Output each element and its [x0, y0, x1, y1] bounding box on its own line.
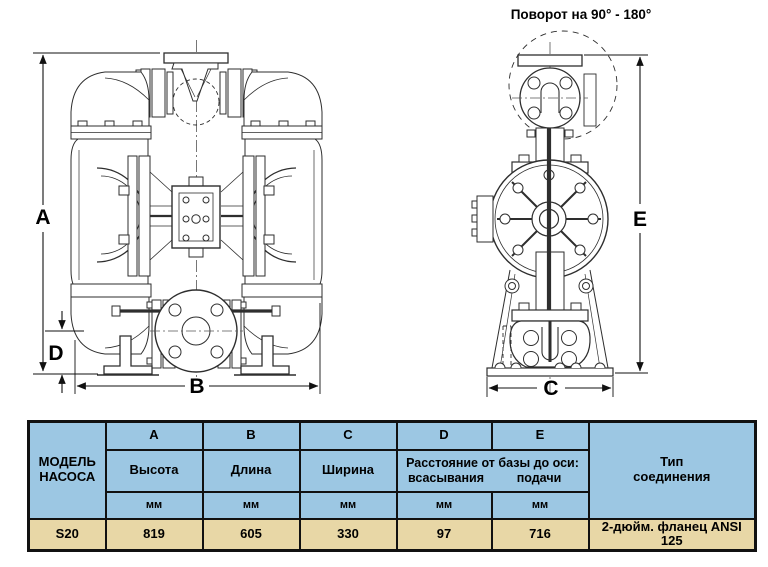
value-c: 330	[298, 517, 398, 552]
dim-label-e: E	[633, 208, 647, 231]
suction-sub-label: всасывания	[407, 470, 485, 485]
col-letter-a: A	[104, 420, 204, 451]
unit-e: мм	[490, 490, 590, 520]
value-e: 716	[490, 517, 590, 552]
discharge-sub-label: подачи	[516, 470, 562, 485]
name-height: Высота	[104, 448, 204, 493]
col-letter-b: B	[201, 420, 301, 451]
air-valve	[171, 176, 221, 258]
dimension-b: B	[74, 303, 321, 398]
model-header-line1: МОДЕЛЬ	[38, 454, 96, 470]
col-letter-c: C	[298, 420, 398, 451]
model-value: S20	[27, 517, 107, 552]
connection-type-header-cell: Тип соединения	[587, 420, 757, 520]
base-to-axis-header-cell: Расстояние от базы до оси: всасывания по…	[395, 448, 590, 493]
type-header-line1: Тип	[660, 454, 684, 470]
dim-label-c: C	[543, 377, 558, 400]
discharge-flange	[163, 52, 229, 64]
value-a: 819	[104, 517, 204, 552]
dim-label-d: D	[48, 342, 63, 365]
type-header-line2: соединения	[633, 469, 711, 485]
col-letter-d: D	[395, 420, 493, 451]
dimension-c: C	[486, 377, 614, 400]
unit-c: мм	[298, 490, 398, 520]
col-letter-e: E	[490, 420, 590, 451]
name-length: Длина	[201, 448, 301, 493]
dim-label-b: B	[189, 375, 204, 398]
model-header-line2: НАСОСА	[39, 469, 96, 485]
connection-type-value: 2-дюйм. фланец ANSI 125	[587, 517, 757, 552]
dimension-e: E	[584, 54, 648, 374]
pump-dimensional-drawing: A D B E C Поворот	[33, 7, 652, 400]
dim-label-a: A	[35, 206, 50, 229]
rotation-note: Поворот на 90° - 180°	[511, 7, 652, 22]
model-header-cell: МОДЕЛЬ НАСОСА	[27, 420, 107, 520]
front-view	[70, 40, 324, 378]
value-b: 605	[201, 517, 301, 552]
value-d: 97	[395, 517, 493, 552]
spec-table: МОДЕЛЬ НАСОСА A B C D E Тип соединения В…	[27, 420, 757, 553]
suction-flange	[150, 289, 243, 373]
dimension-a: A	[33, 52, 160, 375]
unit-a: мм	[104, 490, 204, 520]
name-width: Ширина	[298, 448, 398, 493]
unit-d: мм	[395, 490, 493, 520]
side-view	[471, 30, 618, 396]
hidden-bore-circle	[172, 78, 220, 126]
dimension-d: D	[45, 311, 84, 393]
rotation-range-circle	[508, 30, 618, 140]
unit-b: мм	[201, 490, 301, 520]
base-to-axis-title: Расстояние от базы до оси:	[406, 456, 579, 471]
